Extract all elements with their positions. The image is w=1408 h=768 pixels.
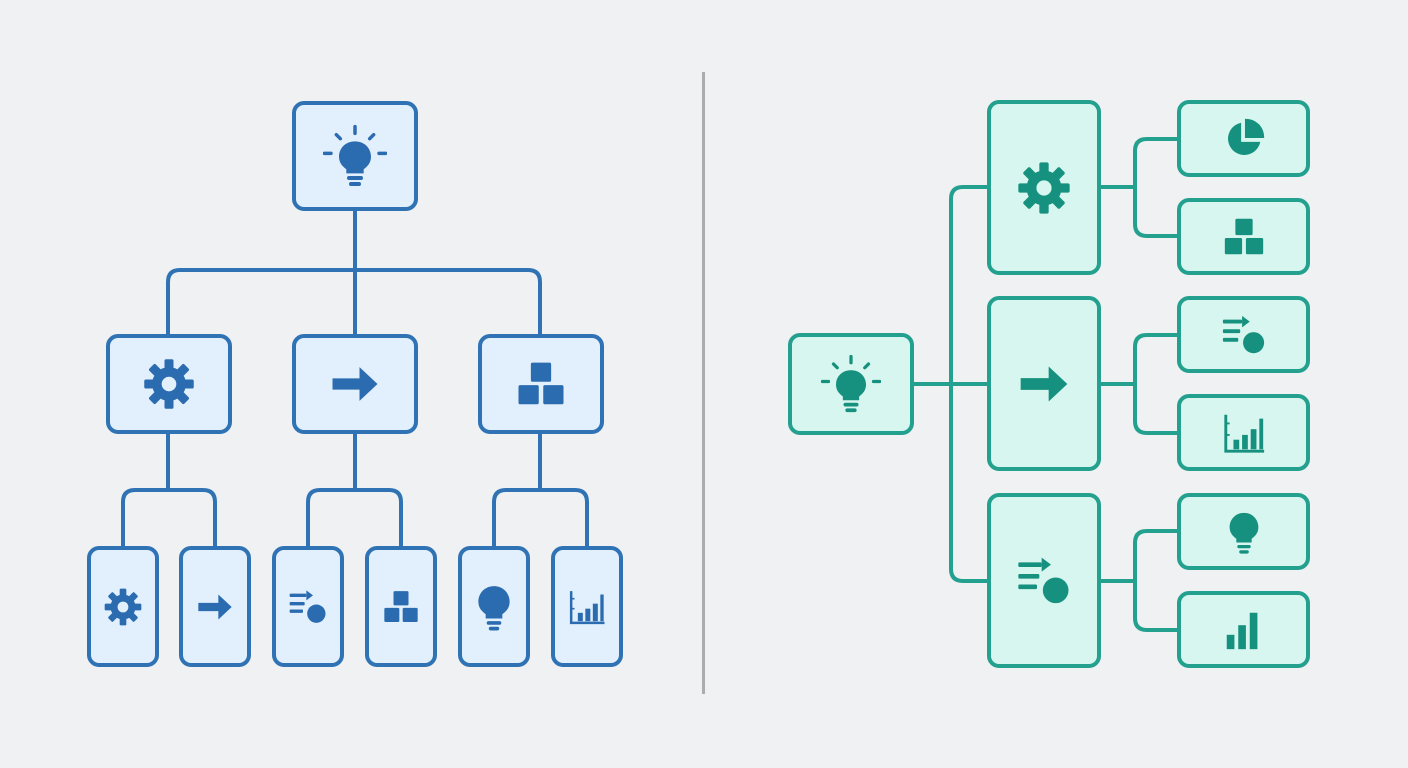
lightbulb-icon [469,582,519,632]
right-branch-connector-gear [1101,137,1177,238]
right-level2-node-pie-chart[interactable] [1177,100,1310,177]
left-root-node[interactable] [292,101,418,211]
gear-icon [1016,160,1072,216]
right-branch-connector-flow [1101,529,1177,632]
left-level2-node-lightbulb[interactable] [458,546,530,667]
left-level2-node-bar-chart[interactable] [551,546,623,667]
left-branch-connector-blocks [492,434,589,546]
gear-icon [142,357,196,411]
gear-icon [103,587,143,627]
left-level2-node-flow[interactable] [272,546,344,667]
lightbulb-rays-icon [821,354,881,414]
right-level1-node-gear[interactable] [987,100,1101,275]
left-level1-node-gear[interactable] [106,334,232,434]
bar-chart-icon [1221,410,1267,456]
left-root-connector [166,211,542,334]
right-level2-node-bar-chart[interactable] [1177,394,1310,471]
lightbulb-rays-icon [323,124,387,188]
left-branch-connector-gear [121,434,217,546]
left-level2-node-gear[interactable] [87,546,159,667]
blocks-icon [514,357,568,411]
arrow-right-icon [195,587,235,627]
right-level2-node-lightbulb[interactable] [1177,493,1310,570]
left-level2-node-blocks[interactable] [365,546,437,667]
right-branch-connector-arrow [1101,333,1177,435]
right-level1-node-arrow[interactable] [987,296,1101,471]
bar-chart-icon [567,587,607,627]
right-level2-node-flow[interactable] [1177,296,1310,373]
left-branch-connector-arrow [306,434,403,546]
arrow-right-icon [1016,356,1072,412]
flow-to-circle-icon [1016,553,1072,609]
panel-divider [702,72,705,694]
left-level1-node-blocks[interactable] [478,334,604,434]
left-level1-node-arrow[interactable] [292,334,418,434]
lightbulb-icon [1221,509,1267,555]
flow-to-circle-icon [288,587,328,627]
right-level1-node-flow[interactable] [987,493,1101,668]
right-root-node[interactable] [788,333,914,435]
arrow-right-icon [328,357,382,411]
left-level2-node-arrow[interactable] [179,546,251,667]
blocks-icon [1221,214,1267,260]
right-level2-node-bar-chart-small[interactable] [1177,591,1310,668]
blocks-icon [381,587,421,627]
right-level2-node-blocks[interactable] [1177,198,1310,275]
pie-chart-icon [1221,116,1267,162]
right-root-connector [914,185,987,583]
flow-to-circle-icon [1221,312,1267,358]
bar-chart-small-icon [1221,607,1267,653]
